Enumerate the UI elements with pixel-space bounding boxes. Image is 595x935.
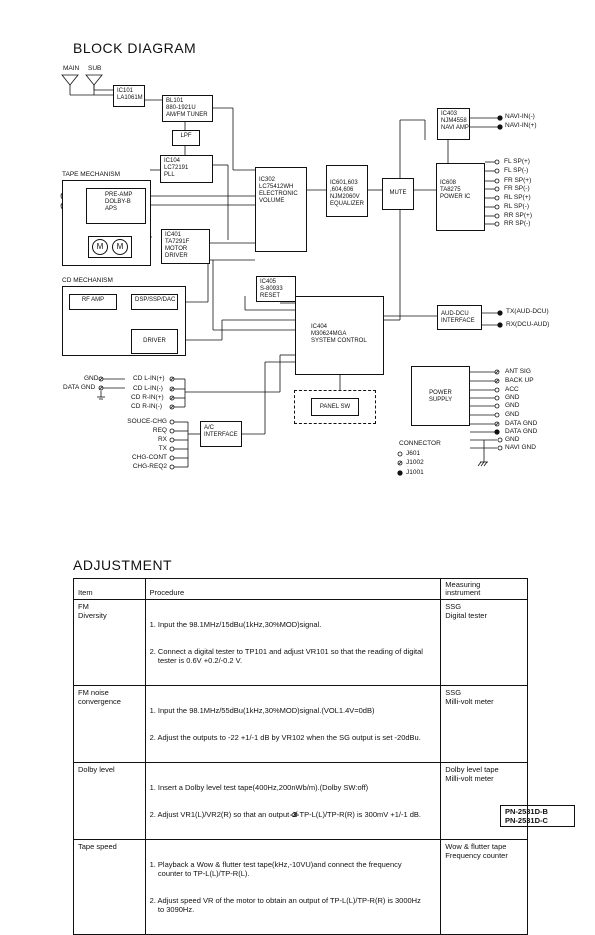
connector-legend-item: J1001 — [406, 469, 424, 476]
power-out-label: GND — [505, 411, 520, 418]
cd-in-label: CD L-IN(-) — [133, 385, 163, 392]
ac-signal-label: CHG-REQ2 — [132, 463, 167, 470]
block-diagram-wiring — [60, 74, 503, 476]
speaker-label: RL SP(-) — [504, 203, 530, 210]
procedure-step: 1. Playback a Wow & flutter test tape(kH… — [149, 860, 402, 878]
data-gnd-label: DATA GND — [63, 384, 96, 391]
pll-block: IC104 LC72191 PLL — [160, 155, 213, 183]
procedure-step: 2. Adjust the outputs to -22 +1/-1 dB by… — [149, 733, 421, 742]
power-out-label: GND — [505, 402, 520, 409]
cd-in-label: CD R-IN(+) — [131, 394, 164, 401]
model-number-box: PN-2531D-B PN-2531D-C — [500, 805, 575, 827]
procedure-step: 2. Adjust VR1(L)/VR2(R) so that an outpu… — [149, 810, 422, 819]
ic101-block: IC101 LA1061M — [113, 85, 145, 107]
power-out-label: ACC — [505, 386, 519, 393]
power-supply-block: POWER SUPPLY — [411, 366, 470, 426]
procedure-step: 1. Input the 98.1MHz/55dBu(1kHz,30%MOD)s… — [149, 706, 375, 715]
power-out-label: BACK UP — [505, 377, 534, 384]
procedure-step: 1. Input the 98.1MHz/15dBu(1kHz,30%MOD)s… — [149, 620, 322, 629]
preamp-block: PRE-AMP DOLBY-B APS — [86, 188, 146, 224]
header-item: Item — [73, 578, 146, 600]
row-item: FM Diversity — [73, 599, 146, 686]
row-item: FM noise convergence — [73, 685, 146, 763]
table-header-row: Item Procedure Measuring instrument — [73, 578, 528, 600]
gnd-label: GND — [84, 375, 99, 382]
table-row: FM noise convergence 1. Input the 98.1MH… — [73, 685, 528, 763]
row-instrument: Dolby level tape Milli-volt meter — [440, 762, 528, 840]
rx-dcu-aud-label: RX(DCU-AUD) — [506, 321, 550, 328]
equalizer-block: IC601,603 ,604,606 NJM2060V EQUALIZER — [326, 165, 368, 217]
row-instrument: SSG Milli-volt meter — [440, 685, 528, 763]
header-procedure: Procedure — [144, 578, 442, 600]
table-row: FM Diversity 1. Input the 98.1MHz/15dBu(… — [73, 599, 528, 686]
ac-signal-label: TX — [158, 445, 167, 452]
motor-icon: M — [92, 239, 108, 255]
speaker-label: RL SP(+) — [504, 194, 531, 201]
ac-signal-label: CHG-CONT — [131, 454, 167, 461]
procedure-step: 1. Insert a Dolby level test tape(400Hz,… — [149, 783, 369, 792]
table-row: Tape speed 1. Playback a Wow & flutter t… — [73, 839, 528, 935]
tx-aud-dcu-label: TX(AUD-DCU) — [506, 308, 549, 315]
tape-mechanism-label: TAPE MECHANISM — [62, 171, 121, 178]
power-out-label: ANT SIG — [505, 368, 531, 375]
adjustment-table: Item Procedure Measuring instrument FM D… — [73, 578, 528, 935]
driver-block: DRIVER — [131, 329, 178, 354]
ac-signal-label: SOUCE-CHG — [127, 418, 167, 425]
connector-legend-item: J1002 — [406, 459, 424, 466]
power-out-label: GND — [505, 436, 520, 443]
speaker-label: RR SP(-) — [504, 220, 531, 227]
ac-signal-label: REQ — [152, 427, 167, 434]
motor-icon: M — [112, 239, 128, 255]
speaker-label: FL SP(-) — [504, 167, 529, 174]
cd-in-label: CD R-IN(-) — [131, 403, 163, 410]
procedure-step: 2. Adjust speed VR of the motor to obtai… — [149, 896, 421, 914]
lpf-block: LPF — [172, 130, 200, 146]
connector-legend-title: CONNECTOR — [399, 440, 441, 447]
reset-block: IC405 S-80933 RESET — [256, 276, 296, 302]
panel-sw-dashed-frame — [294, 390, 376, 424]
row-instrument: SSG Digital tester — [440, 599, 528, 686]
mute-block: MUTE — [382, 178, 414, 210]
power-out-label: DATA GND — [505, 428, 538, 435]
aud-dcu-interface-block: AUD-DCU INTERFACE — [437, 305, 482, 330]
speaker-label: FR SP(+) — [504, 177, 532, 184]
power-out-label: NAVI GND — [505, 444, 536, 451]
speaker-label: RR SP(+) — [504, 212, 532, 219]
dsp-block: DSP/SSP/DAC — [131, 294, 178, 310]
speaker-label: FL SP(+) — [504, 158, 530, 165]
ac-interface-block: A/C INTERFACE — [200, 421, 242, 447]
panel-sw-block: PANEL SW — [311, 398, 359, 416]
header-instrument: Measuring instrument — [440, 578, 528, 600]
speaker-label: FR SP(-) — [504, 185, 530, 192]
model-number: PN-2531D-C — [505, 816, 548, 825]
row-item: Tape speed — [73, 839, 146, 935]
page-number: -3- — [290, 810, 300, 819]
navi-in-minus-label: NAVI-IN(-) — [505, 113, 535, 120]
row-instrument: Wow & flutter tape Frequency counter — [440, 839, 528, 935]
block-diagram-title: BLOCK DIAGRAM — [73, 40, 197, 56]
model-number: PN-2531D-B — [505, 807, 548, 816]
system-control-block: IC404 M30624MGA SYSTEM CONTROL — [295, 296, 384, 375]
ac-signal-label: RX — [157, 436, 167, 443]
rf-amp-block: RF AMP — [69, 294, 117, 310]
connector-legend-item: J601 — [406, 450, 421, 457]
adjustment-title: ADJUSTMENT — [73, 557, 173, 573]
antenna-sub-label: SUB — [88, 65, 102, 72]
electronic-volume-block: IC302 LC75412WH ELECTRONIC VOLUME — [255, 167, 307, 252]
power-ic-block: IC608 TA8275 POWER IC — [436, 163, 485, 231]
power-out-label: DATA GND — [505, 420, 538, 427]
power-out-label: GND — [505, 394, 520, 401]
table-row: Dolby level 1. Insert a Dolby level test… — [73, 762, 528, 840]
procedure-step: 2. Connect a digital tester to TP101 and… — [149, 647, 423, 665]
antenna-main-label: MAIN — [63, 65, 80, 72]
navi-amp-block: IC403 NJM4558 NAVI AMP — [437, 108, 470, 140]
tuner-block: BL101 880-1921U AM/FM TUNER — [162, 95, 213, 122]
cd-mechanism-label: CD MECHANISM — [62, 277, 113, 284]
navi-in-plus-label: NAVI-IN(+) — [505, 122, 537, 129]
row-item: Dolby level — [73, 762, 146, 840]
cd-in-label: CD L-IN(+) — [133, 375, 165, 382]
motor-driver-block: IC401 TA7291F MOTOR DRIVER — [161, 229, 210, 264]
